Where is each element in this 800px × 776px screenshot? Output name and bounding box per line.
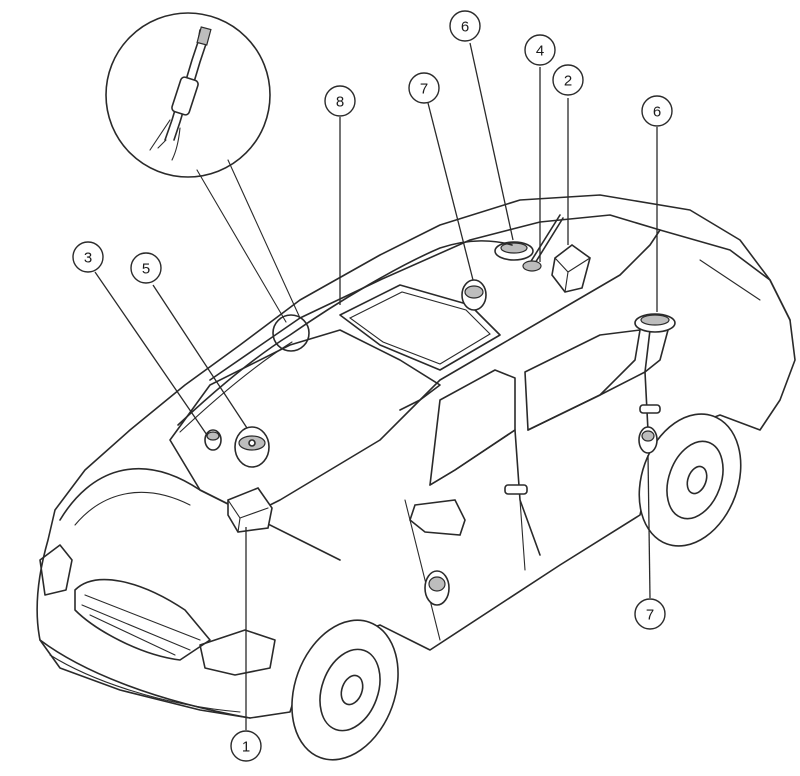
svg-text:1: 1 (242, 739, 250, 756)
component-2-box (551, 244, 591, 293)
callout-4: 4 (524, 34, 556, 66)
svg-text:4: 4 (536, 43, 544, 60)
callout-6-a: 6 (449, 10, 481, 42)
magnified-detail-view (105, 12, 271, 178)
headlight-right (199, 629, 276, 676)
svg-text:2: 2 (564, 73, 572, 90)
magnified-area-circle (272, 314, 310, 352)
component-8-cable (177, 240, 513, 426)
front-door-speaker (424, 570, 450, 606)
svg-text:8: 8 (336, 94, 344, 111)
callout-1: 1 (230, 730, 262, 762)
component-4-antenna (522, 214, 564, 272)
component-5-front-speaker (234, 426, 270, 468)
component-3-small-unit (204, 429, 222, 451)
side-mirror (409, 499, 466, 536)
component-6-roof-unit-a (494, 241, 534, 261)
svg-text:6: 6 (653, 104, 661, 121)
svg-text:6: 6 (461, 19, 469, 36)
front-wheel (291, 619, 399, 761)
svg-text:7: 7 (420, 81, 428, 98)
callout-3: 3 (72, 241, 104, 273)
magnify-guide-line-right (227, 159, 301, 319)
headlight-left (39, 544, 73, 596)
svg-text:3: 3 (84, 250, 92, 267)
component-6-roof-unit-b (634, 313, 676, 333)
callout-6-b: 6 (641, 95, 673, 127)
component-1-control-unit (227, 487, 273, 533)
callout-7-a: 7 (408, 72, 440, 104)
leader-lines (94, 42, 658, 730)
callout-7-b: 7 (634, 598, 666, 630)
component-7-door-speaker (638, 426, 658, 454)
front-grille (74, 578, 211, 661)
component-7-rear-speaker-top (461, 279, 487, 311)
callout-8: 8 (324, 85, 356, 117)
rear-wheel (638, 413, 742, 547)
rear-door-handle (639, 404, 661, 414)
svg-text:7: 7 (646, 607, 654, 624)
callout-2: 2 (552, 64, 584, 96)
callout-5: 5 (130, 252, 162, 284)
front-door-handle (504, 484, 528, 495)
magnify-guide-line-left (196, 169, 287, 323)
svg-text:5: 5 (142, 261, 150, 278)
